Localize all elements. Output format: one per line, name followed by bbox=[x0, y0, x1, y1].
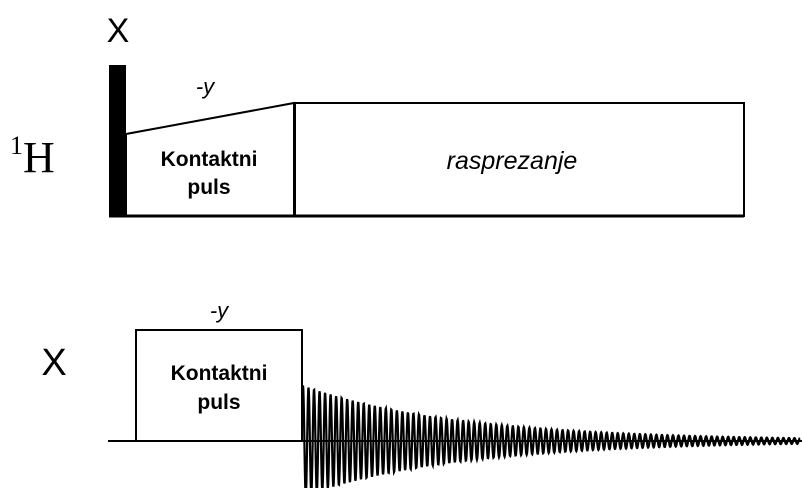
x-contact-pulse-block bbox=[135, 329, 303, 442]
x-channel: X -y Kontaktni puls bbox=[41, 298, 802, 488]
h-contact-pulse-label-line2: puls bbox=[187, 176, 230, 199]
h-contact-pulse-label-line1: Kontaktni bbox=[161, 148, 258, 171]
h-nucleus-label: 1H bbox=[10, 131, 55, 182]
h-decoupling-block bbox=[294, 102, 745, 217]
h-decoupling-label: rasprezanje bbox=[447, 147, 578, 175]
h-nucleus-symbol: H bbox=[23, 133, 55, 182]
h-nucleus-superscript: 1 bbox=[10, 131, 23, 160]
x-fid-signal bbox=[301, 385, 801, 488]
x-contact-pulse-label-line1: Kontaktni bbox=[171, 362, 268, 385]
x-contact-pulse-phase: -y bbox=[210, 298, 230, 323]
h-contact-pulse-phase: -y bbox=[196, 74, 216, 99]
h-channel: X 1H -y Kontaktni puls rasprezanje bbox=[10, 12, 745, 218]
h-pulse-label: X bbox=[107, 12, 130, 50]
x-nucleus-label: X bbox=[41, 342, 66, 384]
h-90-degree-pulse bbox=[109, 65, 126, 217]
x-contact-pulse-label-line2: puls bbox=[197, 391, 240, 414]
